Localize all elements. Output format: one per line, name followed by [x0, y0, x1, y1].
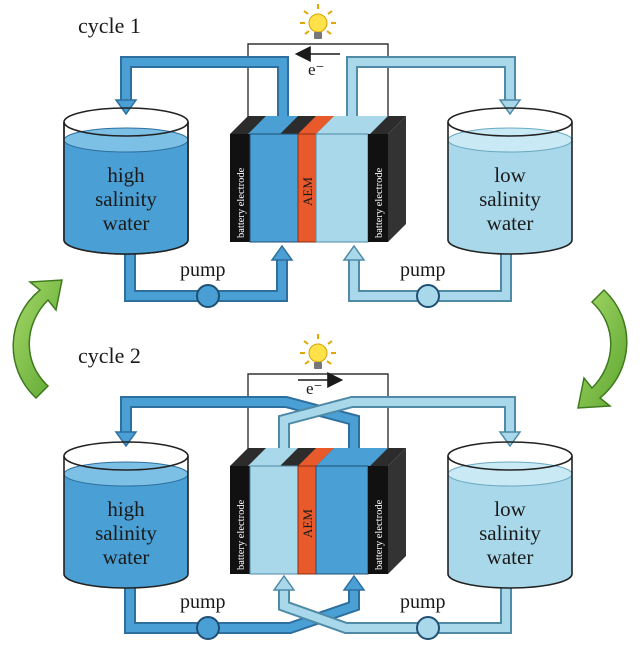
cycle-2-left-tank-line-2: salinity: [95, 521, 157, 545]
cycle-2-battery-cell: battery electrode battery electrode AEM: [230, 448, 406, 575]
cycle-1-right-pump-label: pump: [400, 259, 446, 281]
cycle-2-label: cycle 2: [78, 343, 141, 368]
cycle-2-right-tank-line-1: low: [494, 497, 526, 521]
cycle-2-top-pipes: [114, 396, 522, 462]
cycle-1-label: cycle 1: [78, 13, 141, 38]
cycle-1-right-tank-line-2: salinity: [479, 187, 541, 211]
cycle-1-aem-label: AEM: [300, 177, 315, 206]
cycle-2-left-electrode-label: battery electrode: [236, 499, 247, 570]
cycle-2-electron-label: e⁻: [306, 379, 323, 398]
cycle-2-circuit: e⁻: [247, 372, 389, 460]
cycle-1-panel: cycle 1 e⁻: [63, 4, 573, 308]
cycle-arrow-icon: [12, 279, 63, 400]
cycle-2-bottom-pipes: [124, 574, 512, 634]
cycle-1-circuit: e⁻: [247, 43, 389, 124]
cycle-1-battery-cell: battery electrode battery electrode AEM: [230, 116, 406, 243]
cycle-1-left-electrode-label: battery electrode: [236, 167, 247, 238]
cycle-2-right-tank-line-3: water: [487, 545, 534, 569]
cycle-2-low-salinity-tank: low salinity water: [447, 441, 573, 589]
cycle-1-high-salinity-tank: high salinity water: [63, 107, 189, 255]
cycle-2-left-electrode: [230, 466, 250, 574]
cycle-2-aem-label: AEM: [300, 509, 315, 538]
cycle-2-high-salinity-tank: high salinity water: [63, 441, 189, 589]
pump-icon: [416, 616, 440, 640]
pump-icon: [196, 284, 220, 308]
pump-icon: [416, 284, 440, 308]
cycle-1-left-pump-label: pump: [180, 259, 226, 281]
cycle-2-panel: cycle 2 e⁻: [63, 334, 573, 640]
cycle-arrow-icon: [577, 288, 628, 409]
cycle-2-left-tank-line-1: high: [107, 497, 145, 521]
cycle-1-left-electrode: [230, 134, 250, 242]
cycle-1-right-electrode: [368, 134, 388, 242]
cycle-1-top-pipes: [114, 56, 522, 124]
cycle-1-electron-label: e⁻: [308, 60, 325, 79]
cycle-2-right-tank-line-2: salinity: [479, 521, 541, 545]
cycle-2-right-electrode-label: battery electrode: [374, 499, 385, 570]
cycle-1-right-tank-line-3: water: [487, 211, 534, 235]
cycle-2-left-pump-label: pump: [180, 591, 226, 613]
cycle-1-left-tank-line-3: water: [103, 211, 150, 235]
cycle-2-left-tank-line-3: water: [103, 545, 150, 569]
cycle-1-left-tank-line-1: high: [107, 163, 145, 187]
cycle-1-low-salinity-tank: low salinity water: [447, 107, 573, 255]
cycle-2-right-pump-label: pump: [400, 591, 446, 613]
light-bulb-icon: [300, 334, 336, 369]
cycle-1-right-electrode-label: battery electrode: [374, 167, 385, 238]
cycle-1-right-tank-line-1: low: [494, 163, 526, 187]
cycle-1-left-tank-line-2: salinity: [95, 187, 157, 211]
pump-icon: [196, 616, 220, 640]
light-bulb-icon: [300, 4, 336, 39]
cycle-2-right-electrode: [368, 466, 388, 574]
